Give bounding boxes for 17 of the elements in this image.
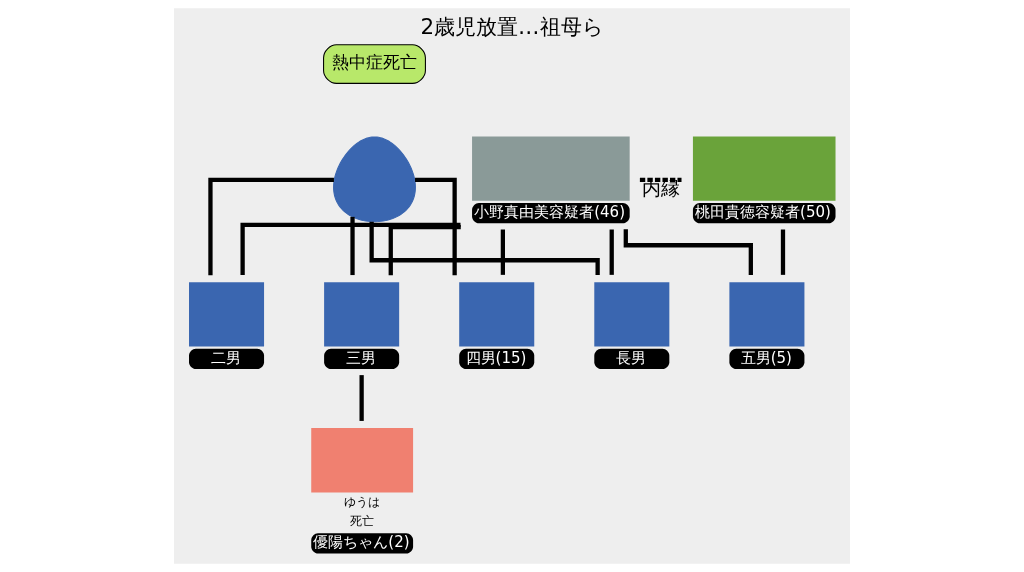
connector bbox=[240, 222, 461, 275]
connector bbox=[780, 229, 786, 275]
node-label: 死亡 bbox=[349, 514, 374, 529]
connector bbox=[500, 229, 506, 275]
connector bbox=[369, 221, 600, 275]
connector bbox=[359, 375, 364, 421]
node-label: ゆうは bbox=[343, 495, 380, 510]
connector bbox=[350, 216, 355, 276]
connector bbox=[623, 229, 753, 275]
connector bbox=[415, 177, 457, 276]
connector bbox=[609, 229, 614, 275]
label: 熱中症死亡 bbox=[331, 52, 417, 73]
diagram-title: 2歳児放置…祖母ら bbox=[420, 14, 604, 40]
connector bbox=[639, 177, 682, 182]
connector bbox=[388, 224, 461, 276]
node-person bbox=[333, 136, 416, 223]
connector bbox=[208, 177, 334, 276]
